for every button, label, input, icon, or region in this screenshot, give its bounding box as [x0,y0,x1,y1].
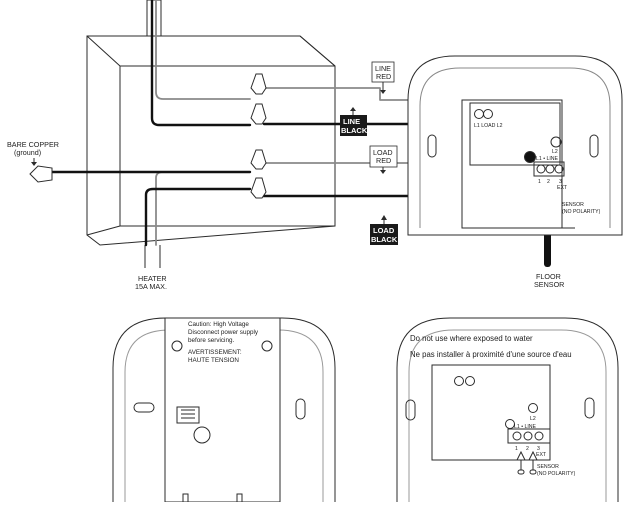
svg-text:(ground): (ground) [14,148,41,157]
bottom-l2-label: L2 [530,416,536,422]
terminal-3-label: 3 [559,179,562,185]
caution-text: Caution: High Voltage Disconnect power s… [188,321,259,364]
svg-text:AVERTISSEMENT:: AVERTISSEMENT: [188,349,242,356]
label-floor-sensor: FLOOR SENSOR [534,272,564,289]
svg-text:LOAD: LOAD [373,226,395,235]
svg-text:LINE: LINE [343,117,360,126]
svg-text:LINE: LINE [375,64,391,73]
water-warning: Do not use where exposed to water Ne pas… [410,334,572,359]
sensor-label: SENSOR [562,202,584,208]
bottom-terminal-3: 3 [537,446,540,452]
terminal-2-label: 2 [547,179,550,185]
wire-nuts [29,73,267,199]
terminal-1-label: 1 [538,179,541,185]
svg-text:RED: RED [376,72,391,81]
label-load-red: LOAD RED [369,145,398,174]
l1-line-label: L1 • LINE [536,156,559,162]
label-bare-copper: BARE COPPER (ground) [7,140,59,166]
svg-text:BLACK: BLACK [371,235,398,244]
svg-text:Ne pas installer à proximité d: Ne pas installer à proximité d'une sourc… [410,350,572,359]
loads-label: L1 LOAD L2 [474,123,503,129]
l2-label: L2 [552,149,558,155]
svg-text:before servicing.: before servicing. [188,337,234,344]
bottom-terminal-2: 2 [526,446,529,452]
svg-text:LOAD: LOAD [373,148,393,157]
svg-text:FLOOR: FLOOR [536,272,561,281]
svg-text:15A MAX.: 15A MAX. [135,282,167,291]
junction-box [86,0,336,268]
svg-text:Caution: High Voltage: Caution: High Voltage [188,321,249,328]
label-load-black: LOAD BLACK [370,215,398,245]
sensor-polarity-label: (NO POLARITY) [562,209,601,215]
svg-text:Disconnect power supply: Disconnect power supply [188,329,259,336]
label-heater: HEATER 15A MAX. [135,274,167,291]
label-line-red: LINE RED [371,61,395,94]
bottom-l1-line-label: L1 • LINE [514,424,537,430]
svg-text:Do not use where exposed to wa: Do not use where exposed to water [410,334,533,343]
svg-text:RED: RED [376,156,391,165]
back-plate-right [396,317,619,502]
svg-text:SENSOR: SENSOR [534,280,564,289]
bottom-sensor-label: SENSOR [537,464,559,470]
svg-text:HEATER: HEATER [138,274,167,283]
svg-text:BARE COPPER: BARE COPPER [7,140,59,149]
back-plate-left [112,317,336,503]
svg-text:HAUTE TENSION: HAUTE TENSION [188,357,239,364]
svg-text:BLACK: BLACK [341,126,368,135]
label-line-black: LINE BLACK [340,107,368,136]
bottom-terminal-1: 1 [515,446,518,452]
bottom-sensor-polarity: (NO POLARITY) [537,471,576,477]
bottom-ext-label: EXT [536,452,547,458]
ext-label: EXT [557,185,568,191]
thermostat-back-top [407,55,623,236]
